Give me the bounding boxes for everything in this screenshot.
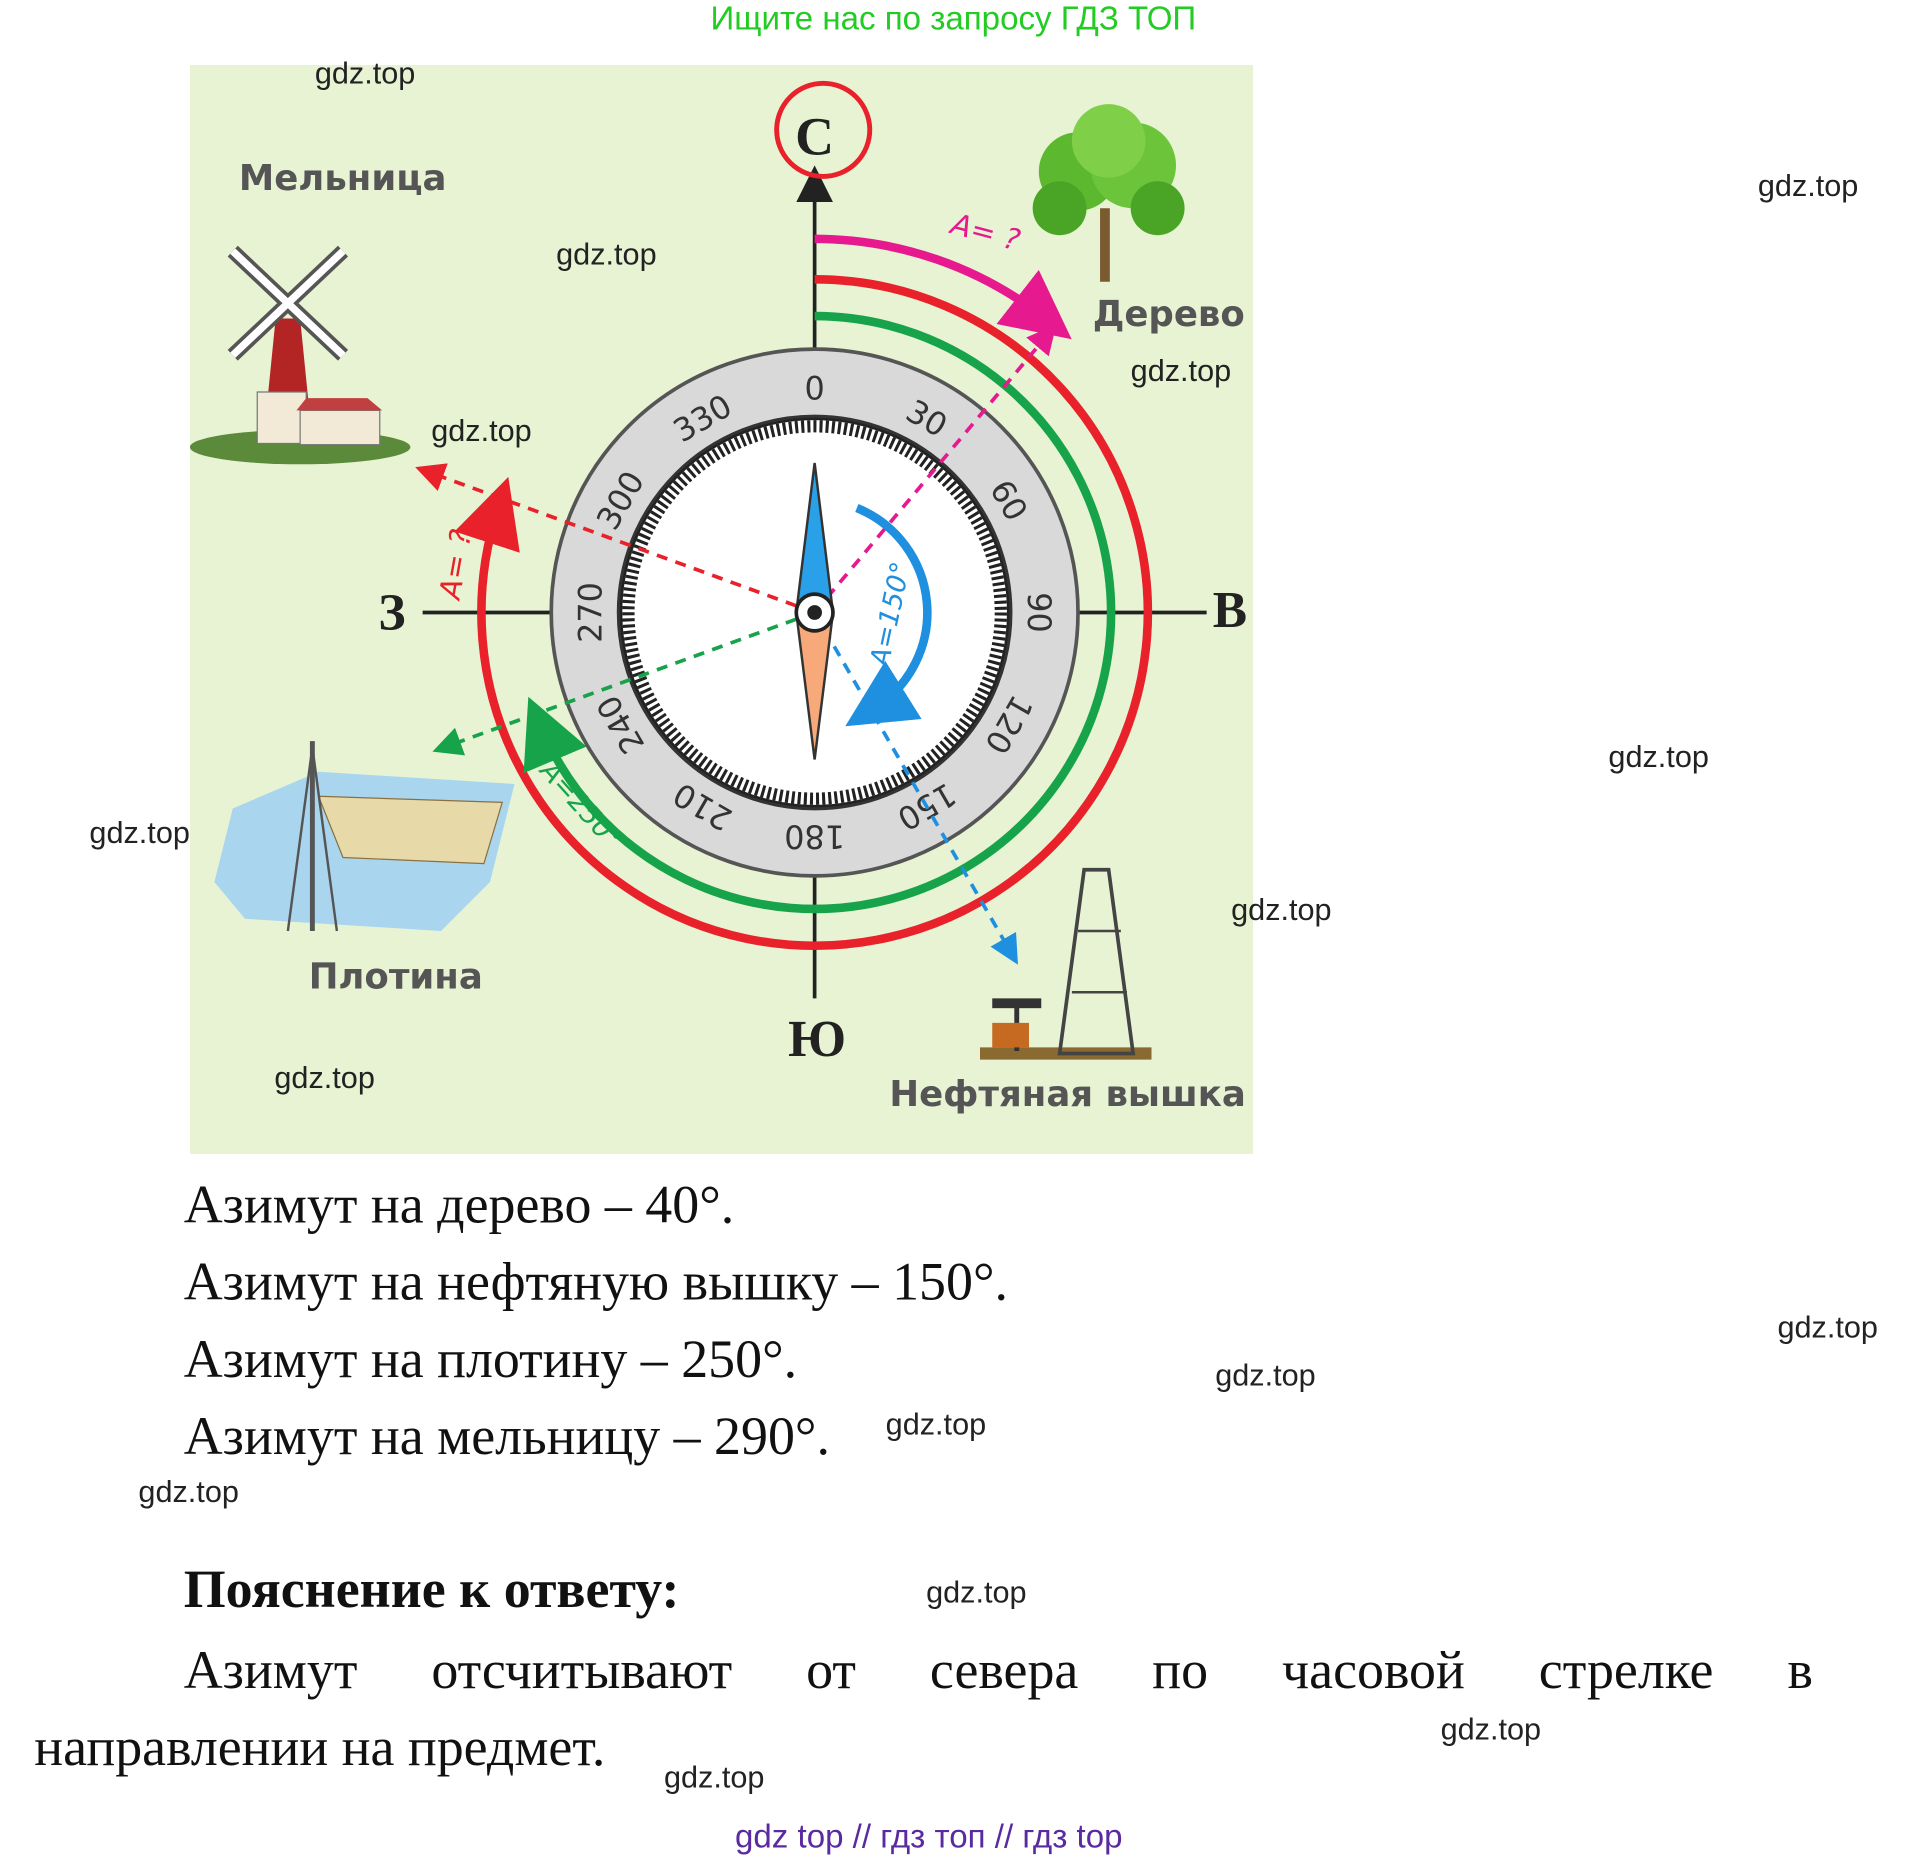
- explanation-word: в: [1787, 1640, 1813, 1701]
- explanation-word: севера: [929, 1640, 1079, 1701]
- north-label: С: [795, 106, 834, 166]
- explanation-heading: Пояснение к ответу:: [183, 1559, 680, 1620]
- watermark: gdz.top: [1608, 739, 1709, 775]
- watermark: gdz.top: [138, 1474, 239, 1510]
- watermark: gdz.top: [431, 414, 532, 449]
- explanation-word: Азимут: [183, 1640, 358, 1701]
- windmill-image: [189, 245, 411, 465]
- watermark: gdz.top: [89, 815, 190, 851]
- oil-rig-image: [980, 867, 1152, 1060]
- dam-label: Плотина: [309, 957, 483, 998]
- tree-label: Дерево: [1093, 294, 1245, 335]
- oil-rig-label: Нефтяная вышка: [889, 1074, 1246, 1115]
- watermark: gdz.top: [1130, 354, 1232, 389]
- needle-pivot-center: [807, 605, 822, 620]
- mill-bearing-line: [415, 463, 816, 615]
- answer-line: Азимут на нефтяную вышку – 150°.: [183, 1251, 1009, 1312]
- watermark: gdz.top: [885, 1407, 987, 1442]
- watermark: gdz.top: [1215, 1358, 1316, 1393]
- dial-label: 0: [804, 369, 824, 407]
- watermark: gdz.top: [1757, 169, 1859, 204]
- watermark: gdz.top: [663, 1760, 765, 1795]
- explanation-word: от: [806, 1640, 856, 1701]
- dial-label: 90: [1020, 592, 1058, 633]
- explanation-line-1: Азимут отсчитывают от севера по часовой …: [184, 1639, 1813, 1701]
- oil-azimuth-arc: [845, 504, 932, 727]
- explanation-word: часовой: [1282, 1640, 1465, 1701]
- footer-links[interactable]: gdz top // гдз топ // гдз top: [735, 1817, 1123, 1855]
- answer-line: Азимут на дерево – 40°.: [183, 1174, 735, 1235]
- answer-line: Азимут на мельницу – 290°.: [183, 1406, 830, 1467]
- mill-label: Мельница: [239, 158, 447, 199]
- tree-bearing-line: [813, 324, 1057, 614]
- watermark: gdz.top: [274, 1060, 375, 1096]
- explanation-word: по: [1152, 1640, 1209, 1701]
- mill-azimuth-arc: [454, 275, 1153, 950]
- explanation-word: отсчитывают: [431, 1640, 733, 1701]
- north-highlight-circle: [774, 80, 873, 179]
- watermark: gdz.top: [314, 56, 416, 91]
- watermark: gdz.top: [1440, 1712, 1542, 1747]
- dam-azimuth-arc: [523, 311, 1116, 914]
- watermark: gdz.top: [556, 237, 657, 272]
- tree-image: [1032, 104, 1185, 282]
- answer-line: Азимут на плотину – 250°.: [183, 1329, 798, 1390]
- dial-label: 180: [784, 818, 845, 856]
- search-banner[interactable]: Ищите нас по запросу ГДЗ ТОП: [710, 0, 1197, 37]
- watermark: gdz.top: [1777, 1310, 1878, 1346]
- watermark: gdz.top: [926, 1575, 1027, 1610]
- tick-ring-outline: [619, 417, 1010, 808]
- watermark: gdz.top: [1231, 893, 1332, 928]
- explanation-word: стрелке: [1538, 1640, 1714, 1701]
- compass-diagram: С Ю В З 0 30 60 90 120 150 180 210 240 2…: [189, 64, 1254, 1154]
- dial-label: 270: [571, 582, 609, 643]
- dam-image: [214, 741, 515, 932]
- explanation-line-2: направлении на предмет.: [34, 1717, 606, 1778]
- south-label: Ю: [788, 1011, 846, 1068]
- west-label: З: [378, 585, 405, 642]
- tree-azimuth-arc: [814, 234, 1072, 340]
- east-label: В: [1213, 582, 1247, 639]
